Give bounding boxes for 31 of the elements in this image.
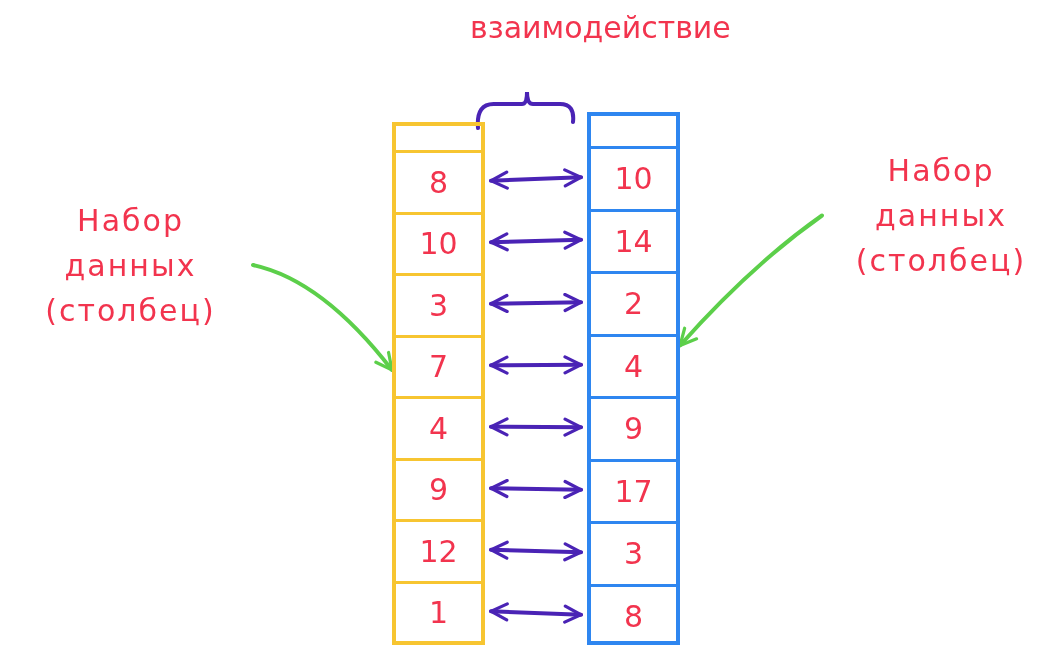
data-column [392, 122, 485, 645]
cell-value: 10 [614, 161, 653, 197]
cell-value: 10 [419, 226, 458, 262]
cell-value: 12 [419, 533, 458, 569]
cell-value: 14 [614, 223, 653, 259]
arrow [489, 417, 583, 437]
arrow [489, 230, 583, 252]
arrow [489, 540, 583, 562]
caption-text: Набор данных (столбец) [44, 201, 217, 330]
caption-text: Набор данных (столбец) [854, 152, 1028, 280]
cell-value: 7 [428, 349, 449, 385]
cell-value: 3 [623, 536, 644, 572]
cell-value: 4 [623, 348, 644, 384]
cell-value: 3 [428, 287, 449, 323]
cell-value: 8 [428, 164, 449, 200]
arrow [489, 602, 583, 624]
cell-value: 9 [623, 411, 644, 447]
cell-value: 9 [428, 472, 449, 508]
data-column [587, 112, 680, 645]
cell-value: 1 [428, 595, 449, 631]
arrow [489, 478, 583, 500]
annotation-text: взаимодействие [470, 10, 731, 45]
arrow [489, 292, 583, 314]
arrow [489, 168, 583, 190]
cell-value: 17 [614, 473, 653, 509]
arrow [678, 213, 824, 348]
cell-value: 8 [623, 598, 644, 634]
cell-value: 4 [428, 410, 449, 446]
cell-value: 2 [623, 286, 644, 322]
arrow [251, 263, 394, 372]
arrow [489, 355, 583, 375]
